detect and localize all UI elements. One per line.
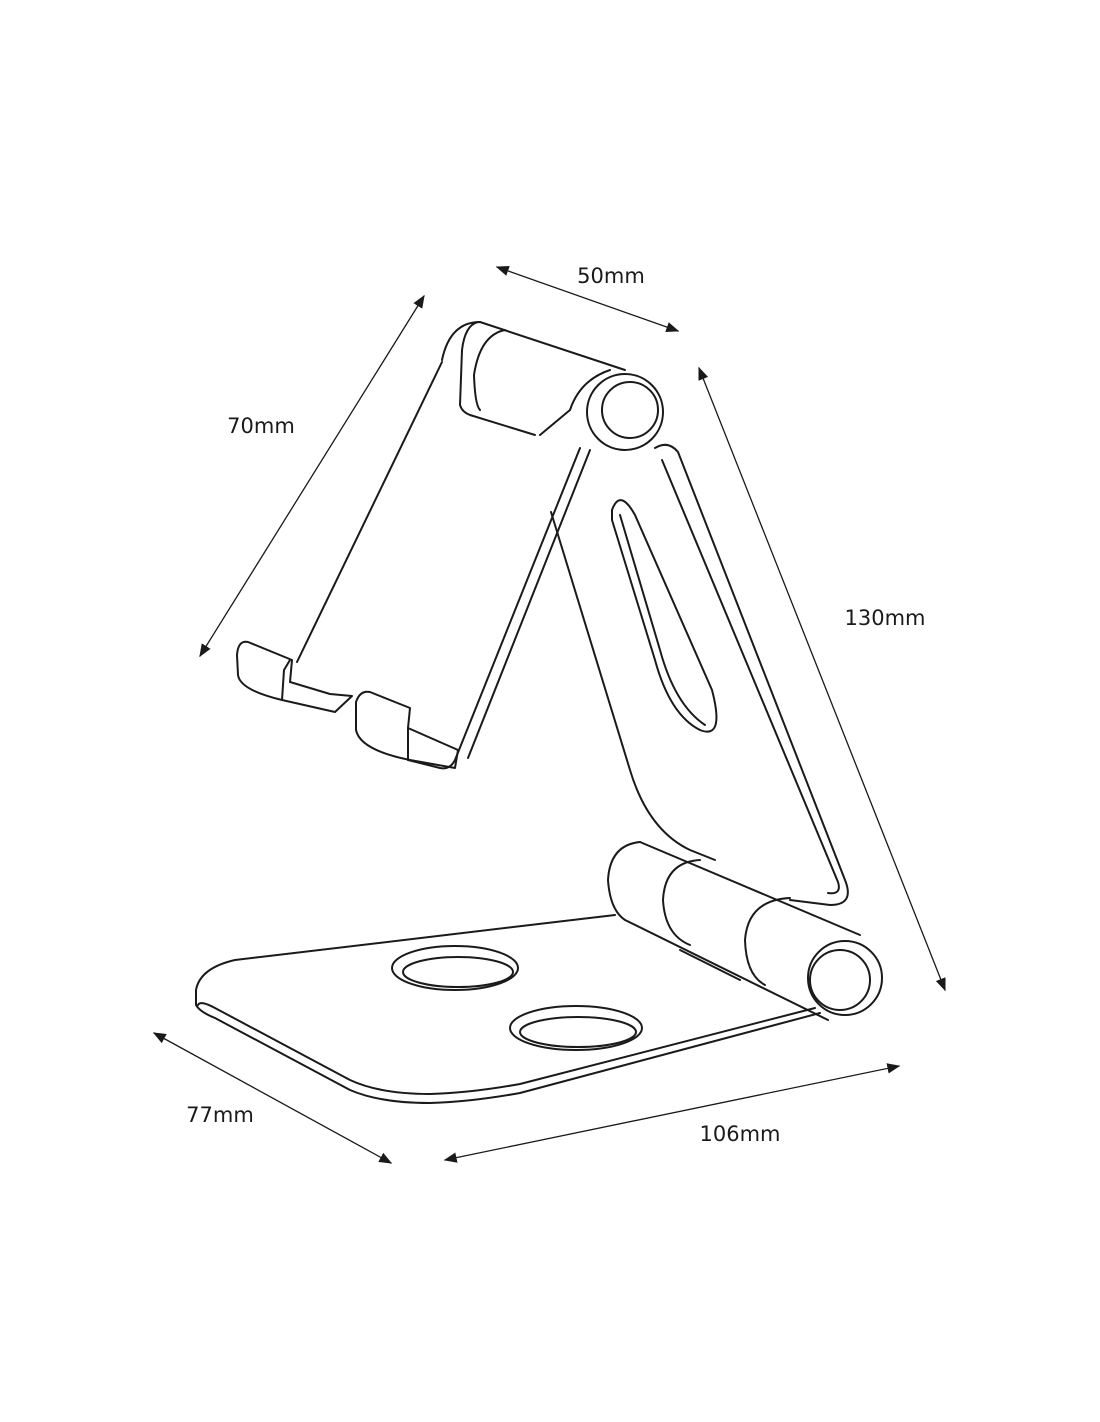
dimension-label-height: 130mm xyxy=(844,606,926,630)
bottom-hinge xyxy=(607,841,883,1021)
dim-line-70mm xyxy=(199,294,425,658)
dimension-label-holder-length: 70mm xyxy=(227,414,295,438)
dim-line-77mm xyxy=(152,1032,393,1164)
holder-plate xyxy=(236,321,664,770)
top-hinge-end-cap xyxy=(586,373,664,451)
dimension-label-depth: 77mm xyxy=(186,1103,254,1127)
base-hole-2 xyxy=(509,1005,643,1051)
hinge-end-cap xyxy=(807,940,883,1016)
dim-line-130mm xyxy=(698,366,946,992)
dim-line-50mm xyxy=(495,265,680,333)
dimension-label-length: 106mm xyxy=(699,1122,781,1146)
base-plate xyxy=(195,914,821,1104)
base-hole-1 xyxy=(391,945,519,991)
arm-slot xyxy=(611,499,718,733)
dimension-label-width: 50mm xyxy=(577,264,645,288)
support-arm xyxy=(550,443,849,906)
dim-line-106mm xyxy=(443,1063,901,1163)
right-lip xyxy=(355,690,459,769)
left-lip xyxy=(236,640,353,713)
